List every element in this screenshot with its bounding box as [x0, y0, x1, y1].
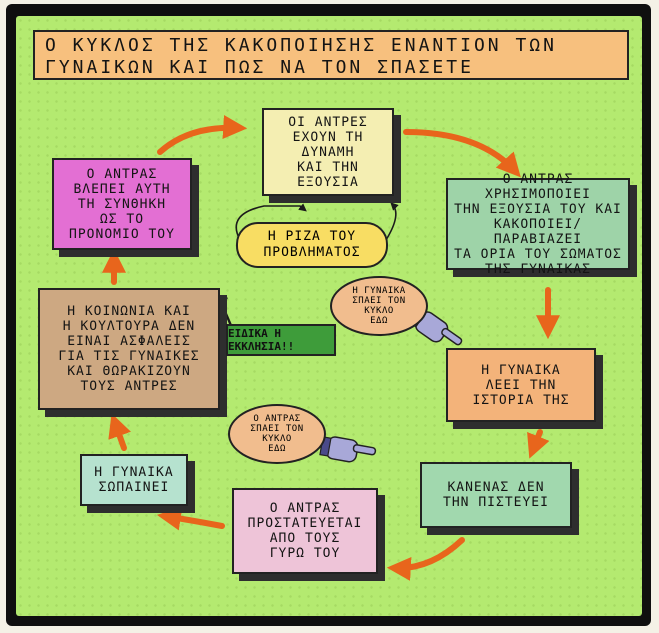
step-society: Η ΚΟΙΝΩΝΙΑ ΚΑΙ Η ΚΟΥΛΤΟΥΡΑ ΔΕΝ ΕΙΝΑΙ ΑΣΦ…	[38, 288, 220, 410]
woman-breaks-cycle-bubble: Η ΓΥΝΑΙΚΑ ΣΠΑΕΙ ΤΟΝ ΚΥΚΛΟ ΕΔΩ	[330, 276, 428, 336]
step-silent: Η ΓΥΝΑΙΚΑ ΣΩΠΑΙΝΕΙ	[80, 454, 188, 506]
step-power: ΟΙ ΑΝΤΡΕΣ ΕΧΟΥΝ ΤΗ ΔΥΝΑΜΗ ΚΑΙ ΤΗΝ ΕΞΟΥΣΙ…	[262, 108, 394, 196]
arrow-nobody-to-protected	[386, 537, 465, 581]
step-privilege: Ο ΑΝΤΡΑΣ ΒΛΕΠΕΙ ΑΥΤΗ ΤΗ ΣΥΝΘΗΚΗ ΩΣ ΤΟ ΠΡ…	[52, 158, 192, 250]
arrow-power-to-abuse	[403, 129, 521, 178]
step-tells: Η ΓΥΝΑΙΚΑ ΛΕΕΙ ΤΗΝ ΙΣΤΟΡΙΑ ΤΗΣ	[446, 348, 596, 422]
step-protected: Ο ΑΝΤΡΑΣ ΠΡΟΣΤΑΤΕΥΕΤΑΙ ΑΠΟ ΤΟΥΣ ΓΥΡΩ ΤΟΥ	[232, 488, 378, 574]
arrow-tells-to-nobody	[527, 429, 550, 459]
man-breaks-cycle-bubble: Ο ΑΝΤΡΑΣ ΣΠΑΕΙ ΤΟΝ ΚΥΚΛΟ ΕΔΩ	[228, 404, 326, 464]
arrow-silent-to-society	[108, 413, 131, 451]
pointing-hand-icon	[319, 436, 377, 463]
step-abuse: Ο ΑΝΤΡΑΣ ΧΡΗΣΙΜΟΠΟΙΕΙ ΤΗΝ ΕΞΟΥΣΙΑ ΤΟΥ ΚΑ…	[446, 172, 630, 277]
church-note: ΕΙΔΙΚΑ Η ΕΚΚΛΗΣΙΑ!!	[226, 324, 336, 356]
arrow-privilege-to-power	[157, 115, 248, 155]
page-title: Ο ΚΥΚΛΟΣ ΤΗΣ ΚΑΚΟΠΟΙΗΣΗΣ ΕΝΑΝΤΙΟΝ ΤΩΝ ΓΥ…	[33, 30, 629, 80]
arrow-protected-to-silent	[156, 506, 225, 531]
root-of-problem-label: Η ΡΙΖΑ ΤΟΥ ΠΡΟΒΛΗΜΑΤΟΣ	[236, 222, 388, 268]
arrow-root-to-power-right	[385, 202, 399, 241]
step-nobody: ΚΑΝΕΝΑΣ ΔΕΝ ΤΗΝ ΠΙΣΤΕΥΕΙ	[420, 462, 572, 528]
